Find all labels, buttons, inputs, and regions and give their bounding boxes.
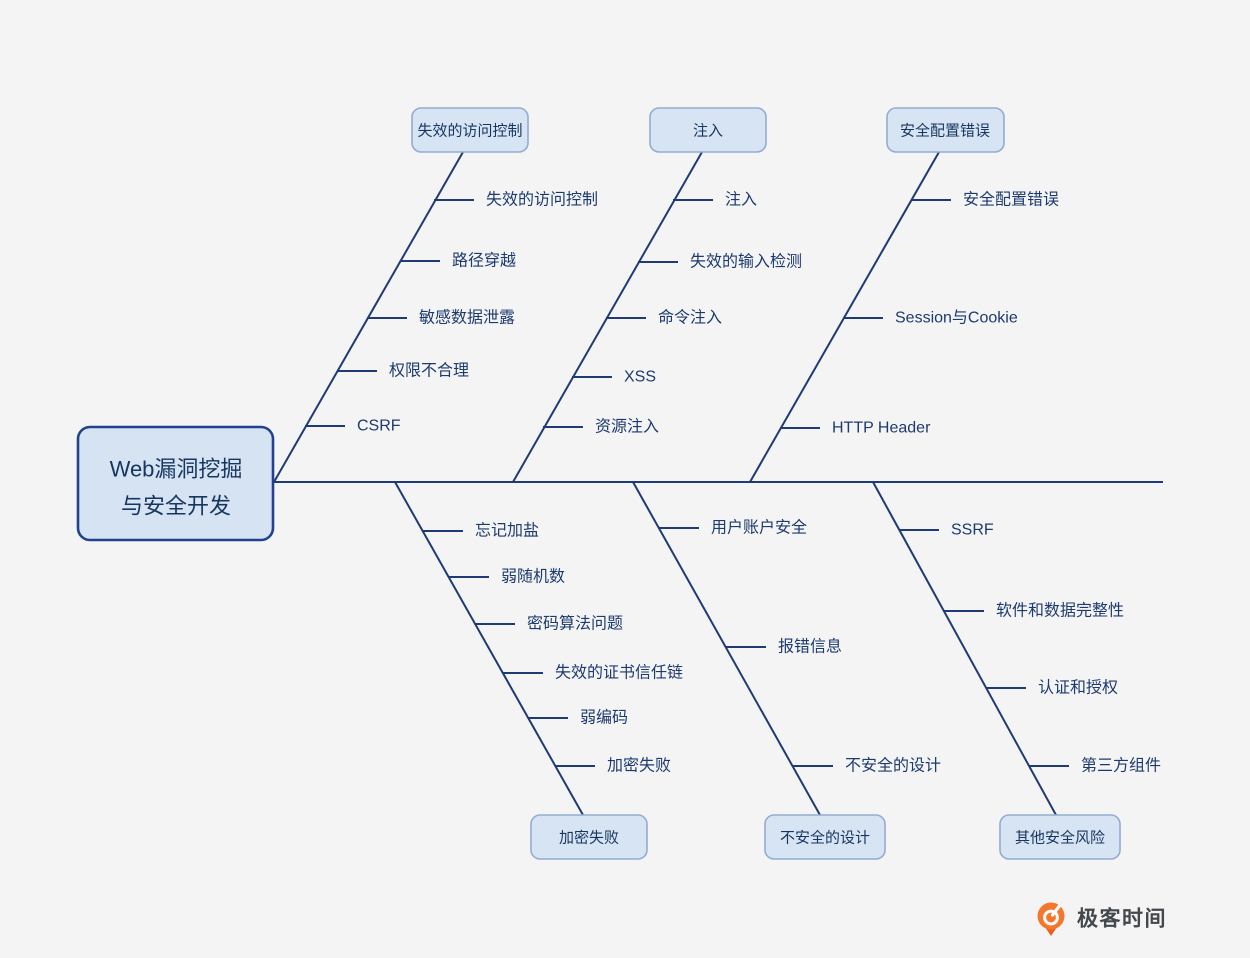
item-label[interactable]: 弱编码: [580, 709, 628, 727]
branch-label: 注入: [693, 123, 723, 140]
geektime-logo-text: 极客时间: [1077, 907, 1167, 931]
item-label[interactable]: 弱随机数: [501, 568, 565, 586]
branch-node-broken-access-control[interactable]: [411, 107, 529, 153]
branch-label: 失效的访问控制: [417, 123, 522, 140]
branch-bone-other-security-risks: [872, 481, 1057, 816]
item-label[interactable]: 认证和授权: [1038, 679, 1118, 697]
item-label[interactable]: XSS: [624, 369, 656, 386]
item-label[interactable]: 注入: [725, 191, 757, 209]
branch-node-security-misconfiguration[interactable]: [886, 107, 1005, 153]
item-label[interactable]: 路径穿越: [452, 252, 516, 270]
item-label[interactable]: 失效的输入检测: [690, 253, 802, 271]
root-node-group: Web漏洞挖掘 与安全开发: [76, 425, 275, 542]
item-label[interactable]: 敏感数据泄露: [419, 309, 515, 327]
item-label[interactable]: 忘记加盐: [475, 522, 539, 540]
item-label[interactable]: 安全配置错误: [963, 191, 1059, 209]
branch-head-security-misconfiguration-group: 安全配置错误: [886, 107, 1005, 153]
geektime-q-tail-icon: [1050, 904, 1061, 917]
branch-node-cryptographic-failures[interactable]: [530, 814, 648, 860]
branch-head-injection-group: 注入: [649, 107, 767, 153]
branch-label: 其他安全风险: [1015, 829, 1105, 847]
branch-head-insecure-design-group: 不安全的设计: [764, 814, 886, 860]
item-label[interactable]: HTTP Header: [832, 420, 931, 437]
branch-bone-cryptographic-failures: [394, 481, 584, 816]
branch-head-other-security-risks-group: 其他安全风险: [999, 814, 1121, 860]
item-label[interactable]: 软件和数据完整性: [996, 602, 1124, 620]
item-label[interactable]: 不安全的设计: [845, 757, 941, 775]
item-label[interactable]: SSRF: [951, 522, 994, 539]
branch-bone-insecure-design: [632, 481, 821, 816]
item-label[interactable]: 用户账户安全: [711, 519, 807, 537]
branch-head-broken-access-control-group: 失效的访问控制: [411, 107, 529, 153]
branch-label: 安全配置错误: [900, 122, 990, 140]
geektime-logo: 极客时间: [1037, 902, 1167, 936]
root-label-line1: Web漏洞挖掘: [110, 457, 243, 482]
item-label[interactable]: 第三方组件: [1081, 757, 1161, 775]
root-label-line2: 与安全开发: [121, 494, 231, 519]
item-label[interactable]: CSRF: [357, 418, 401, 435]
item-label[interactable]: Session与Cookie: [895, 309, 1018, 327]
root-node[interactable]: [76, 425, 275, 542]
geektime-ring-icon: [1043, 909, 1059, 926]
item-label[interactable]: 失效的访问控制: [486, 191, 598, 209]
branch-label: 不安全的设计: [780, 829, 870, 847]
item-label[interactable]: 报错信息: [778, 638, 842, 656]
item-label[interactable]: 加密失败: [607, 757, 671, 775]
branch-node-insecure-design[interactable]: [764, 814, 886, 860]
item-label[interactable]: 失效的证书信任链: [555, 664, 683, 682]
branch-head-cryptographic-failures-group: 加密失败: [530, 814, 648, 860]
item-label[interactable]: 密码算法问题: [527, 614, 623, 633]
branch-label: 加密失败: [559, 830, 619, 847]
item-label[interactable]: 资源注入: [595, 418, 659, 436]
item-label[interactable]: 权限不合理: [389, 362, 469, 380]
item-label[interactable]: 命令注入: [658, 309, 722, 327]
branch-node-other-security-risks[interactable]: [999, 814, 1121, 860]
branch-node-injection[interactable]: [649, 107, 767, 153]
